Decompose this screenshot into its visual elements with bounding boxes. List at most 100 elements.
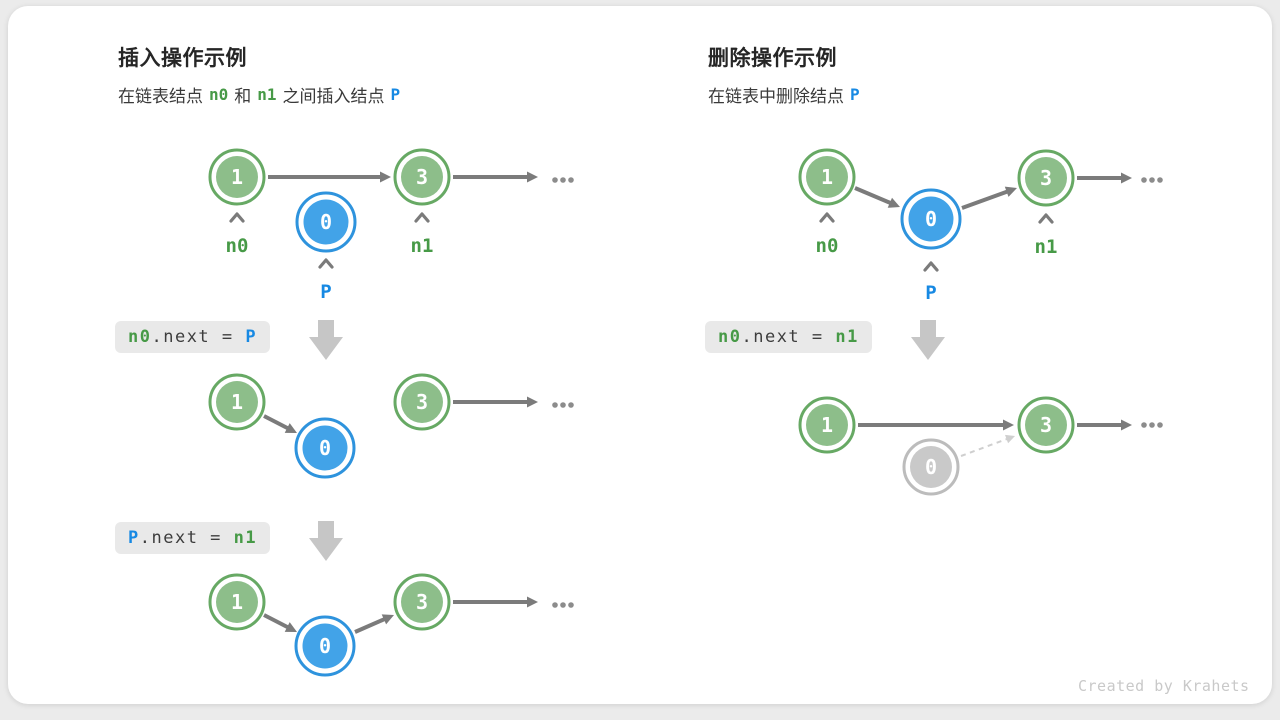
- down-arrow-icon: [309, 521, 343, 561]
- code-mid: .next =: [139, 528, 234, 548]
- insert-step2-diagram: 1 0 3: [208, 573, 574, 677]
- arrowhead-icon: [1005, 434, 1015, 444]
- node-value: 1: [821, 165, 833, 189]
- node-fill: [908, 196, 954, 242]
- ellipsis-dots: [560, 602, 566, 608]
- node-value: 0: [319, 634, 331, 658]
- node-fill: [401, 581, 443, 623]
- node-value: 0: [925, 455, 937, 479]
- node-fill: [401, 381, 443, 423]
- ellipsis-dots: [560, 177, 566, 183]
- list-node-blue: 0: [294, 417, 356, 479]
- list-node-green: 1: [208, 573, 266, 631]
- code-rhs: n1: [835, 327, 859, 347]
- list-node-green: 1: [798, 396, 856, 454]
- link-arrow: [354, 616, 387, 634]
- list-node-green: 3: [393, 573, 451, 631]
- caret-up-icon: [414, 212, 430, 223]
- list-node-blue: 0: [900, 188, 962, 250]
- token-n1: n1: [257, 85, 277, 104]
- arrowhead-icon: [527, 596, 538, 608]
- ellipsis-dots: [1149, 177, 1155, 183]
- insert-section-subtitle: 在链表结点 n0 和 n1 之间插入结点 P: [118, 82, 406, 107]
- node-value: 0: [320, 210, 332, 234]
- ellipsis-dots: [1157, 422, 1163, 428]
- node-fill: [302, 623, 348, 669]
- link-arrow: [263, 613, 290, 630]
- list-node-green: 1: [798, 148, 856, 206]
- caret-up-icon: [1038, 213, 1054, 224]
- subtitle-text: 之间插入结点: [282, 87, 385, 106]
- code-lhs: n0: [128, 327, 152, 347]
- node-value: 1: [821, 413, 833, 437]
- caret-up-icon: [318, 258, 334, 269]
- node-fill: [910, 446, 952, 488]
- token-p: P: [390, 85, 401, 104]
- ellipsis-dots: [1141, 177, 1147, 183]
- arrowhead-icon: [284, 622, 297, 632]
- caret-up-icon: [819, 212, 835, 223]
- list-node-green: 3: [1017, 396, 1075, 454]
- node-value: 0: [925, 207, 937, 231]
- node-value: 1: [231, 590, 243, 614]
- list-node-green: 3: [393, 373, 451, 431]
- link-arrow: [961, 189, 1010, 210]
- list-node-green: 3: [393, 148, 451, 206]
- subtitle-text: 在链表中删除结点: [708, 87, 844, 106]
- node-fill: [216, 381, 258, 423]
- code-rhs: n1: [233, 528, 258, 548]
- code-rhs: P: [245, 327, 258, 347]
- insert-step1-diagram: 1 0 3: [208, 373, 574, 479]
- arrowhead-icon: [527, 171, 538, 183]
- ellipsis-dots: [1149, 422, 1155, 428]
- node-fill: [302, 425, 348, 471]
- ellipsis-dots: [568, 602, 574, 608]
- node-value: 3: [1040, 413, 1052, 437]
- arrowhead-icon: [1121, 419, 1132, 431]
- arrowhead-icon: [527, 396, 538, 408]
- down-arrow-icon: [911, 320, 945, 360]
- ellipsis-dots: [1157, 177, 1163, 183]
- node-value: 0: [319, 436, 331, 460]
- list-node-green: 1: [208, 373, 266, 431]
- insert-section-title: 插入操作示例: [118, 47, 247, 70]
- list-node-green: 3: [1017, 149, 1075, 207]
- node-value: 1: [231, 165, 243, 189]
- code-lhs: n0: [718, 327, 742, 347]
- code-lhs: P: [128, 528, 140, 548]
- ellipsis-dots: [568, 177, 574, 183]
- node-value: 3: [416, 165, 428, 189]
- arrowhead-icon: [1003, 419, 1014, 431]
- link-arrow: [263, 414, 290, 431]
- list-node-blue: 0: [295, 191, 357, 253]
- node-value: 3: [416, 390, 428, 414]
- code-mid: .next =: [741, 327, 836, 347]
- token-n0: n0: [209, 85, 229, 104]
- token-p: P: [850, 85, 860, 104]
- footer-credit: Created by Krahets: [1078, 677, 1250, 695]
- ellipsis-dots: [568, 402, 574, 408]
- ellipsis-dots: [552, 602, 558, 608]
- ellipsis-dots: [552, 402, 558, 408]
- node-fill: [303, 199, 349, 245]
- arrowhead-icon: [381, 614, 394, 625]
- node-value: 1: [231, 390, 243, 414]
- subtitle-text: 在链表结点: [118, 87, 203, 106]
- pointer-label: P: [925, 282, 936, 304]
- delete-section-title: 删除操作示例: [708, 47, 837, 70]
- delete-section-subtitle: 在链表中删除结点 P: [708, 82, 866, 107]
- code-label-n0-next-p: n0.next = P: [115, 321, 271, 353]
- node-fill: [806, 156, 848, 198]
- list-node-blue: 0: [294, 615, 356, 677]
- code-label-n0-next-n1: n0.next = n1: [705, 321, 872, 353]
- node-fill: [1025, 404, 1067, 446]
- arrowhead-icon: [284, 423, 297, 433]
- node-value: 3: [1040, 166, 1052, 190]
- pointer-label: n0: [226, 235, 249, 257]
- ellipsis-dots: [552, 177, 558, 183]
- list-node-gray: 0: [902, 438, 960, 496]
- link-arrow: [854, 186, 893, 206]
- down-arrow-icon: [309, 320, 343, 360]
